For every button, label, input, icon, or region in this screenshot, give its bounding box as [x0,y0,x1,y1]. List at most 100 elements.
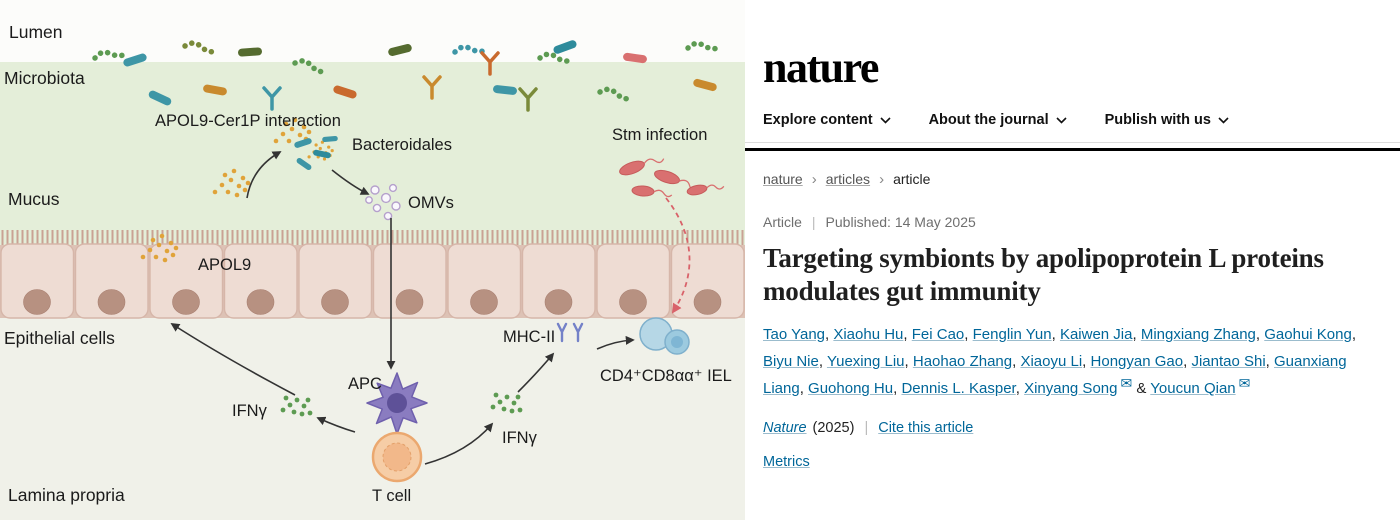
author-separator: , [818,353,827,370]
breadcrumb-separator: › [879,170,885,188]
label-lamina-propria: Lamina propria [8,485,125,505]
article-title: Targeting symbionts by apolipoprotein L … [763,242,1324,307]
nature-logo[interactable]: nature [763,43,879,92]
author-separator: , [893,380,902,397]
header-divider-black [745,148,1400,151]
author-link[interactable]: Mingxiang Zhang [1140,326,1256,343]
nav-publish-with-us[interactable]: Publish with us [1105,112,1229,128]
iel-cells [639,317,690,355]
author-link[interactable]: Tao Yang [763,326,825,343]
author-separator: , [964,326,973,343]
author-separator: , [825,326,834,343]
stm-bacteria [619,158,725,198]
published-date: Published: 14 May 2025 [825,213,976,230]
author-separator: , [1265,353,1274,370]
author-separator: , [904,353,913,370]
breadcrumb-separator: › [811,170,817,188]
author-link[interactable]: Hongyan Gao [1090,353,1184,370]
citation-separator: | [864,420,869,436]
stm-infection-arrow [665,197,691,314]
author-link[interactable]: Kaiwen Jia [1059,326,1133,343]
article-type: Article [763,213,802,230]
figure-panel: Lumen Microbiota APOL9-Cer1P interaction… [0,0,745,520]
omv-vesicles [365,183,401,221]
label-omvs: OMVs [408,194,454,212]
author-link[interactable]: Dennis L. Kasper [901,380,1016,397]
author-separator: , [1255,326,1265,343]
author-separator: , [1132,326,1141,343]
author-link[interactable]: Guohong Hu [808,380,894,397]
author-link[interactable]: Fenglin Yun [972,326,1052,343]
header-divider-grey [745,142,1400,143]
label-microbiota: Microbiota [4,68,85,88]
article-panel: nature Explore content About the journal… [745,0,1400,520]
breadcrumb-current: article [893,171,931,187]
author-link[interactable]: Biyu Nie [763,353,819,370]
author-link[interactable]: Fei Cao [911,326,965,343]
author-link[interactable]: Xiaohu Hu [833,326,904,343]
author-link[interactable]: Xiaoyu Li [1020,353,1083,370]
author-link[interactable]: Youcun Qian [1150,380,1236,397]
breadcrumb: nature › articles › article [763,171,1384,188]
journal-link[interactable]: Nature [763,420,807,436]
author-link[interactable]: Xinyang Song [1024,380,1118,397]
mhc2-molecule-icons [556,322,584,343]
article-meta: Article | Published: 14 May 2025 [763,214,1384,230]
nav-publish-with-us-label: Publish with us [1104,112,1211,128]
author-separator: , [799,380,809,397]
nav-about-the-journal-label: About the journal [928,112,1049,128]
author-separator: , [1051,326,1060,343]
author-separator: , [1183,353,1192,370]
nav-about-the-journal[interactable]: About the journal [929,112,1067,128]
label-mucus: Mucus [8,189,60,209]
nav-explore-content-label: Explore content [763,112,873,128]
metrics-link[interactable]: Metrics [763,454,810,470]
chevron-down-icon [880,116,891,124]
label-ifng-right: IFNγ [502,429,538,447]
author-separator: , [903,326,912,343]
author-link[interactable]: Haohao Zhang [912,353,1013,370]
breadcrumb-link-nature[interactable]: nature [763,171,803,187]
label-apol9-cer1p: APOL9-Cer1P interaction [155,112,341,130]
pathway-arrows [170,151,691,465]
apc-cell [366,372,428,435]
label-mhc2: MHC-II [503,328,555,346]
lumen-region [0,0,745,62]
label-apol9: APOL9 [198,256,251,274]
author-separator: , [1082,353,1091,370]
breadcrumb-link-articles[interactable]: articles [825,171,871,187]
epithelial-cell-row [0,243,745,319]
email-icon[interactable]: ✉ [1120,375,1133,391]
label-t-cell: T cell [372,487,411,505]
author-list: Tao Yang, Xiaohu Hu, Fei Cao, Fenglin Yu… [763,321,1384,402]
label-epithelial-cells: Epithelial cells [4,328,115,348]
label-ifng-left: IFNγ [232,402,268,420]
label-apc: APC [348,375,382,393]
label-bacteroidales: Bacteroidales [352,136,452,154]
author-separator: & [1132,380,1151,397]
author-link[interactable]: Gaohui Kong [1264,326,1352,343]
citation-year: (2025) [812,420,855,436]
citation-row: Nature (2025) | Cite this article [763,420,1384,436]
label-lumen: Lumen [9,22,63,42]
meta-separator: | [811,213,816,230]
author-link[interactable]: Jiantao Shi [1191,353,1266,370]
label-stm-infection: Stm infection [612,126,707,144]
email-icon[interactable]: ✉ [1238,375,1251,391]
nav-explore-content[interactable]: Explore content [763,112,891,128]
site-nav: Explore content About the journal Publis… [763,112,1384,128]
lamina-propria-region [0,318,745,520]
author-separator: , [1015,380,1025,397]
mucus-region [0,62,745,246]
chevron-down-icon [1218,116,1229,124]
author-separator: , [1351,326,1356,343]
t-cell [371,431,423,483]
author-link[interactable]: Yuexing Liu [826,353,905,370]
chevron-down-icon [1056,116,1067,124]
cite-this-article-link[interactable]: Cite this article [878,420,974,436]
label-iel: CD4⁺CD8αα⁺ IEL [600,367,732,385]
author-separator: , [1012,353,1021,370]
author-link[interactable]: Guanxiang Liang [763,353,1347,397]
gut-immunity-diagram: Lumen Microbiota APOL9-Cer1P interaction… [0,0,745,520]
